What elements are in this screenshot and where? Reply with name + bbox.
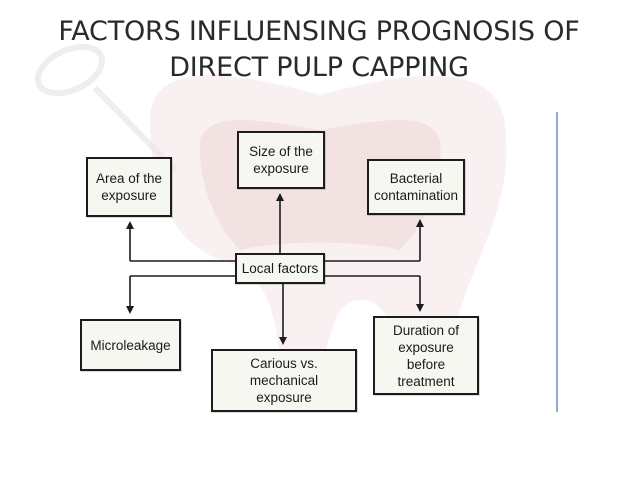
title-line-2: DIRECT PULP CAPPING — [169, 52, 469, 83]
node-carious-vs-mechanical: Carious vs. mechanical exposure — [211, 349, 357, 412]
node-area-of-exposure: Area of the exposure — [86, 157, 172, 217]
title-line-1: FACTORS INFLUENSING PROGNOSIS OF — [58, 16, 580, 47]
node-size-of-exposure: Size of the exposure — [237, 131, 325, 189]
node-microleakage: Microleakage — [80, 319, 181, 371]
node-bacterial-contamination: Bacterial contamination — [367, 159, 465, 215]
slide-title: FACTORS INFLUENSING PROGNOSIS OF DIRECT … — [0, 14, 638, 86]
node-duration-of-exposure: Duration of exposure before treatment — [373, 316, 479, 395]
node-local-factors: Local factors — [235, 253, 325, 284]
